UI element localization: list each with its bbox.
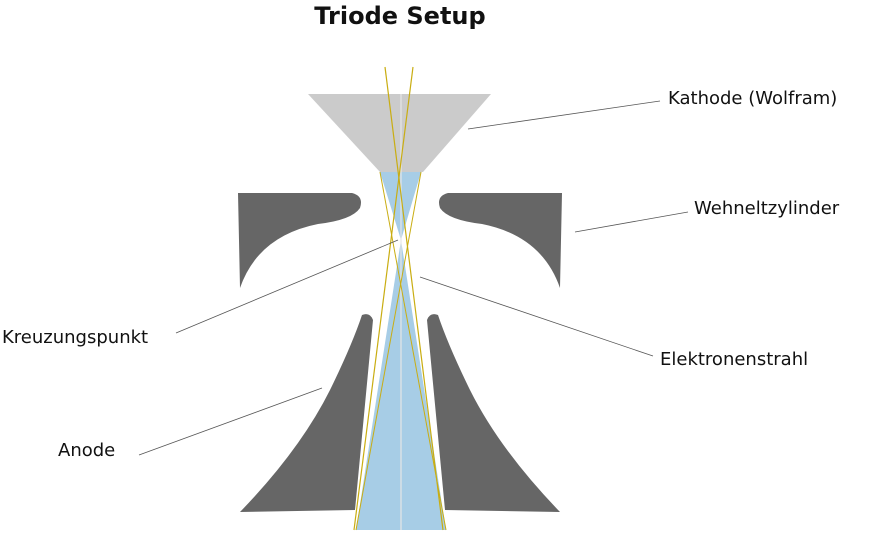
diagram-title: Triode Setup bbox=[314, 2, 485, 30]
leader-kreuzung bbox=[175, 239, 399, 334]
ray-line-2 bbox=[353, 66, 414, 531]
anode-right bbox=[427, 314, 560, 512]
label-anode: Anode bbox=[58, 440, 115, 461]
leader-elektronen bbox=[419, 276, 654, 357]
cathode-shape bbox=[308, 94, 491, 172]
wehnelt-cylinder-left bbox=[238, 193, 361, 288]
ray-line-3 bbox=[379, 171, 447, 531]
anode-left bbox=[240, 314, 373, 512]
ray-line-4 bbox=[355, 171, 422, 531]
label-elektronen: Elektronenstrahl bbox=[660, 349, 808, 370]
leader-anode bbox=[138, 387, 323, 456]
leader-kathode bbox=[467, 100, 661, 130]
label-kathode: Kathode (Wolfram) bbox=[668, 88, 837, 109]
leader-wehnelt bbox=[574, 211, 689, 233]
label-kreuzung: Kreuzungspunkt bbox=[2, 327, 148, 348]
wehnelt-cylinder-right bbox=[439, 193, 562, 288]
label-wehnelt: Wehneltzylinder bbox=[694, 198, 840, 219]
ray-line-1 bbox=[384, 66, 444, 531]
